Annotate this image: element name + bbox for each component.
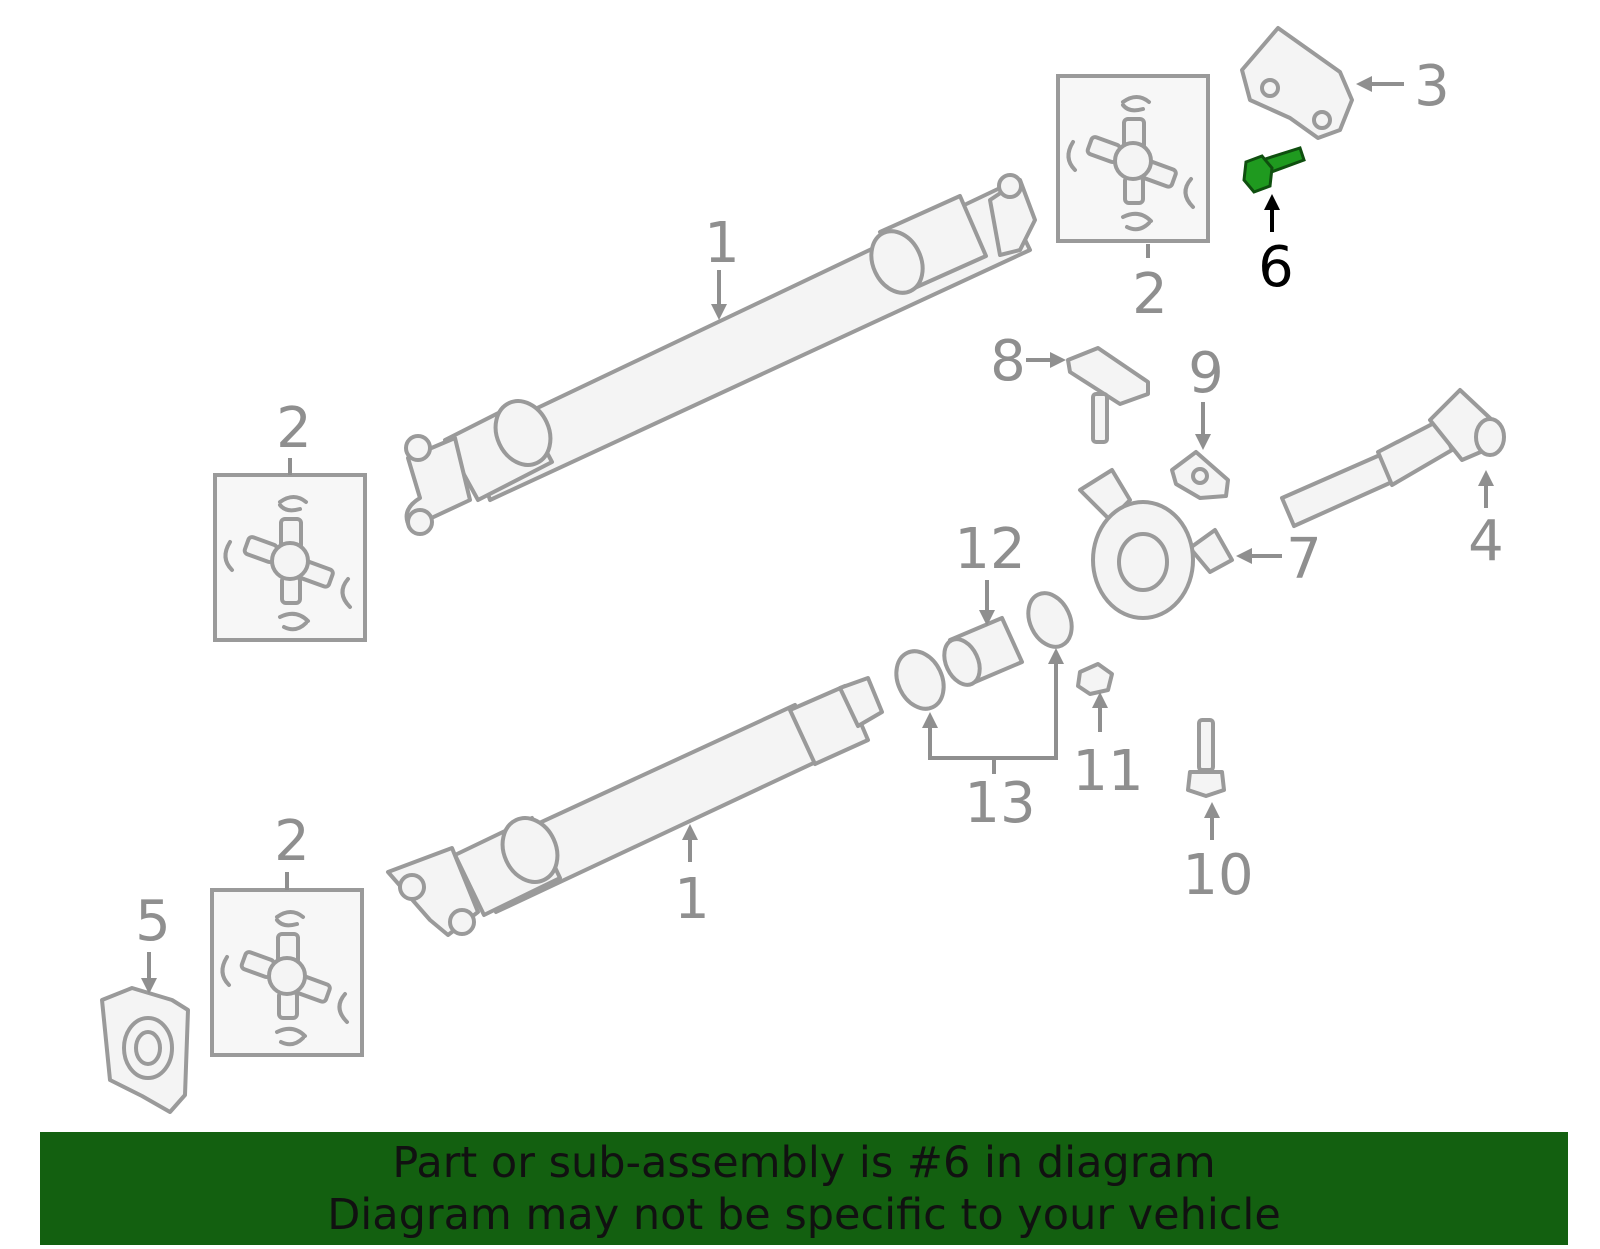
svg-text:8: 8: [990, 329, 1026, 394]
svg-text:13: 13: [964, 771, 1035, 836]
clamp-right-part-13: [1026, 591, 1074, 649]
clip-bolt-part-8: [1066, 346, 1150, 444]
upper-driveshaft: [404, 173, 1037, 536]
nut-clip-part-9: [1170, 450, 1230, 500]
bolt-part-6-highlighted: [1242, 146, 1306, 194]
callout-2-top: 2: [1132, 244, 1168, 327]
callout-1-lower: 1: [674, 824, 710, 932]
svg-text:2: 2: [274, 809, 310, 874]
info-banner: Part or sub-assembly is #6 in diagram Di…: [40, 1132, 1568, 1245]
clamp-left-part-13: [894, 649, 946, 711]
svg-text:1: 1: [674, 867, 710, 932]
callout-9: 9: [1188, 341, 1224, 450]
svg-text:10: 10: [1182, 843, 1253, 908]
callout-2-left: 2: [276, 396, 312, 475]
svg-text:9: 9: [1188, 341, 1224, 406]
callout-8: 8: [990, 329, 1066, 394]
callout-1-upper: 1: [704, 211, 740, 320]
flange-part-5: [100, 986, 190, 1114]
svg-text:6: 6: [1258, 235, 1294, 300]
svg-text:4: 4: [1468, 509, 1504, 574]
svg-text:5: 5: [135, 889, 171, 954]
svg-text:11: 11: [1072, 739, 1143, 804]
callout-5: 5: [135, 889, 171, 994]
svg-text:2: 2: [276, 396, 312, 461]
svg-text:3: 3: [1414, 54, 1450, 119]
nut-part-11: [1076, 662, 1114, 696]
svg-text:7: 7: [1286, 527, 1322, 592]
banner-line-1: Part or sub-assembly is #6 in diagram: [392, 1137, 1216, 1188]
callout-3: 3: [1356, 54, 1450, 119]
svg-text:12: 12: [954, 517, 1025, 582]
callout-7: 7: [1236, 527, 1322, 592]
universal-joint-box-top: [1056, 74, 1210, 243]
universal-joint-box-left: [213, 473, 367, 642]
slip-yoke-part-4: [1280, 388, 1506, 528]
center-bearing-part-7: [1078, 468, 1234, 620]
callout-11: 11: [1072, 692, 1144, 804]
bracket-part-3: [1240, 26, 1354, 140]
callout-6-highlighted: 6: [1258, 194, 1294, 300]
lower-driveshaft: [386, 676, 884, 937]
svg-text:2: 2: [1132, 262, 1168, 327]
boot-part-12: [942, 616, 1024, 687]
callout-4: 4: [1468, 470, 1504, 574]
bolt-part-10: [1186, 718, 1226, 798]
callout-13: 13: [922, 648, 1064, 836]
svg-text:1: 1: [704, 211, 740, 276]
callout-2-bottom: 2: [274, 809, 310, 890]
callout-12: 12: [954, 517, 1026, 626]
banner-line-2: Diagram may not be specific to your vehi…: [327, 1189, 1281, 1240]
universal-joint-box-bottom: [210, 888, 364, 1057]
callout-10: 10: [1182, 802, 1254, 908]
